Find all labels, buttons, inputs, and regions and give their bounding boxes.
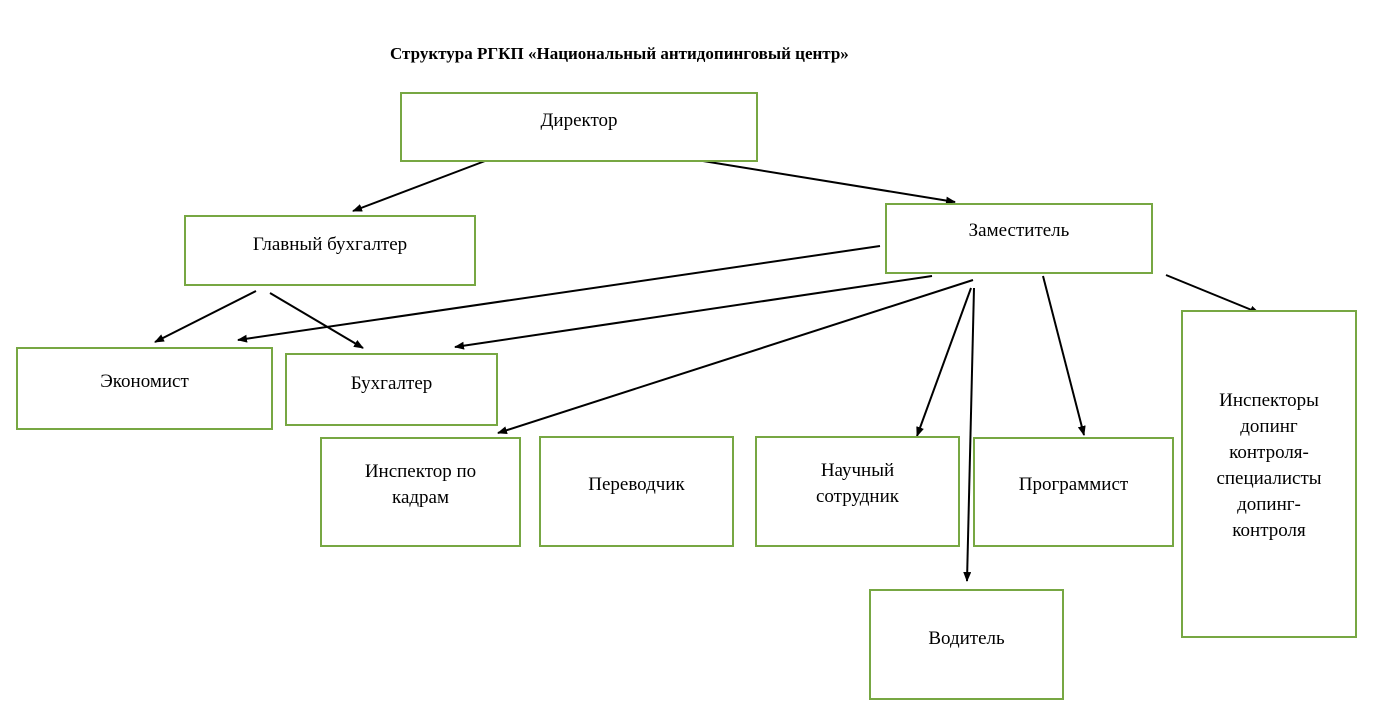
arrow-deputy-to-hr-inspector [497, 279, 974, 435]
node-accountant: Бухгалтер [285, 353, 498, 426]
node-economist-label: Экономист [100, 371, 189, 392]
node-deputy-label: Заместитель [968, 220, 1070, 241]
node-doping-inspectors-label: Инспекторы допинг контроля-специалисты д… [1216, 390, 1322, 541]
node-driver: Водитель [869, 589, 1064, 700]
node-driver-label: Водитель [928, 628, 1005, 649]
node-director-label: Директор [540, 110, 618, 131]
node-chief-accountant: Главный бухгалтер [184, 215, 476, 286]
node-chief-accountant-label: Главный бухгалтер [252, 234, 408, 255]
node-researcher-label: Научный сотрудник [815, 460, 899, 507]
node-translator: Переводчик [539, 436, 734, 547]
arrow-chief-accountant-to-accountant [269, 292, 364, 349]
node-hr-inspector: Инспектор по кадрам [320, 437, 521, 547]
node-hr-inspector-label: Инспектор по кадрам [364, 461, 477, 508]
arrow-deputy-to-programmer [1042, 275, 1086, 436]
node-translator-label: Переводчик [588, 474, 685, 495]
node-researcher: Научный сотрудник [755, 436, 960, 547]
arrow-director-to-chief-accountant [352, 160, 486, 212]
node-economist: Экономист [16, 347, 273, 430]
node-doping-inspectors: Инспекторы допинг контроля-специалисты д… [1181, 310, 1357, 638]
arrow-deputy-to-researcher [916, 287, 972, 437]
node-director: Директор [400, 92, 758, 162]
node-accountant-label: Бухгалтер [350, 373, 433, 394]
node-programmer: Программист [973, 437, 1174, 547]
arrow-chief-accountant-to-economist [154, 290, 257, 343]
arrow-director-to-deputy [702, 160, 956, 205]
arrow-deputy-to-doping-inspectors [1165, 274, 1260, 314]
node-programmer-label: Программист [1018, 474, 1129, 495]
diagram-title: Структура РГКП «Национальный антидопинго… [390, 44, 849, 63]
node-deputy: Заместитель [885, 203, 1153, 274]
arrow-deputy-to-accountant [454, 275, 933, 350]
